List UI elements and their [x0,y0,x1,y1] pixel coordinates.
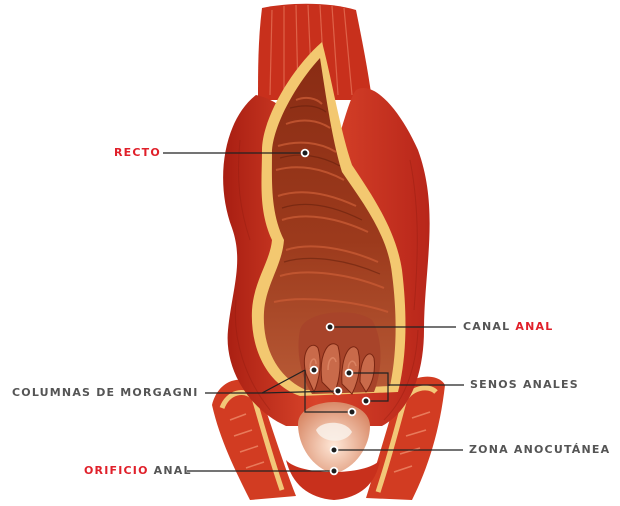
label-canal-anal: CANAL ANAL [463,321,553,333]
label-senos-text: SENOS ANALES [470,378,579,391]
dot-canal [327,324,334,331]
label-orificio: ORIFICIO ANAL [84,465,192,477]
label-senos: SENOS ANALES [470,379,579,391]
label-zona-text: ZONA ANOCUTÁNEA [469,443,610,456]
label-recto: RECTO [114,147,161,159]
dot-recto [302,150,309,157]
label-columnas: COLUMNAS DE MORGAGNI [12,387,199,399]
dot-columna-1 [311,367,318,374]
dot-zona [331,447,338,454]
label-zona: ZONA ANOCUTÁNEA [469,444,610,456]
dot-columna-2 [335,388,342,395]
label-orificio-suffix: ANAL [149,464,192,477]
label-recto-text: RECTO [114,146,161,159]
dot-seno-2 [363,398,370,405]
label-canal-prefix: CANAL [463,320,515,333]
label-orificio-highlight: ORIFICIO [84,464,149,477]
label-canal-highlight: ANAL [515,320,553,333]
dot-columna-3 [349,409,356,416]
dot-orificio [331,468,338,475]
anal-columns [299,312,381,394]
label-columnas-text: COLUMNAS DE MORGAGNI [12,386,199,399]
dot-seno-1 [346,370,353,377]
